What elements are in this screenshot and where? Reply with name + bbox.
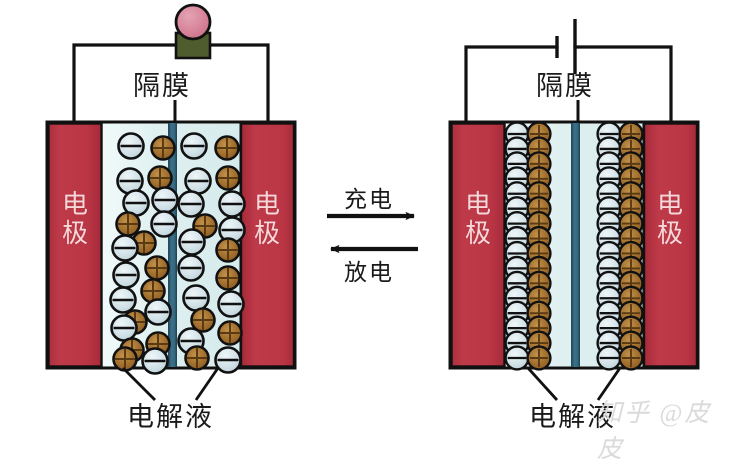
cation-icon bbox=[618, 345, 644, 371]
right-electrode-outer bbox=[450, 122, 506, 368]
anion-icon bbox=[141, 347, 169, 375]
cation-icon bbox=[190, 307, 216, 333]
left-separator-membrane bbox=[168, 123, 177, 367]
anion-icon bbox=[180, 132, 208, 160]
left-electrode-outer-label: 电极 bbox=[61, 190, 88, 249]
right-electrolyte-leader-a bbox=[526, 367, 559, 401]
left-separator-label: 隔膜 bbox=[133, 71, 191, 101]
left-circuit-wiring bbox=[72, 43, 270, 124]
battery-diagram-svg bbox=[45, 3, 700, 401]
anion-icon bbox=[184, 167, 212, 195]
left-electrolyte-leaders bbox=[122, 367, 220, 401]
cation-icon bbox=[217, 320, 243, 346]
cation-icon bbox=[215, 237, 241, 263]
anion-icon bbox=[117, 132, 145, 160]
cation-icon bbox=[215, 265, 241, 291]
right-electrode-outer-label: 电极 bbox=[464, 190, 491, 249]
anion-icon bbox=[150, 210, 178, 238]
anion-icon bbox=[112, 261, 140, 289]
cation-icon bbox=[526, 345, 552, 371]
right-electrolyte-leader-b bbox=[596, 367, 622, 401]
right-electrode-inner bbox=[642, 122, 699, 368]
cation-icon bbox=[215, 165, 241, 191]
cation-icon bbox=[184, 345, 210, 371]
reaction-arrows-group bbox=[327, 211, 418, 254]
right-ion-field bbox=[504, 121, 644, 371]
figure-canvas: 隔膜 隔膜 电极 电极 电极 电极 充电 放电 电解液 电解液 知乎 @皮皮 bbox=[45, 3, 709, 463]
anion-icon bbox=[214, 346, 242, 374]
right-cell-group bbox=[448, 19, 700, 401]
cation-icon bbox=[214, 135, 240, 161]
battery-icon bbox=[555, 19, 577, 74]
left-ion-field bbox=[109, 132, 246, 375]
right-wire-path-left bbox=[464, 45, 559, 124]
left-electrode-inner-label: 电极 bbox=[253, 190, 280, 249]
right-separator-membrane bbox=[571, 123, 580, 367]
left-electrode-outer bbox=[47, 122, 103, 368]
cation-icon bbox=[147, 165, 173, 191]
anion-icon bbox=[116, 167, 144, 195]
anion-icon bbox=[596, 345, 622, 371]
cation-icon bbox=[112, 346, 138, 372]
anion-icon bbox=[218, 190, 246, 218]
left-electrolyte-label: 电解液 bbox=[127, 402, 214, 432]
anion-icon bbox=[504, 345, 530, 371]
right-circuit-wiring bbox=[464, 45, 673, 124]
anion-icon bbox=[144, 298, 172, 326]
left-electrolyte-leader-b bbox=[194, 367, 220, 401]
left-electrode-inner bbox=[239, 122, 296, 368]
charge-arrow-label: 充电 bbox=[344, 187, 394, 212]
right-wire-path-right bbox=[573, 45, 673, 124]
cation-icon bbox=[150, 135, 176, 161]
left-wire-path bbox=[72, 43, 178, 124]
anion-icon bbox=[151, 186, 179, 214]
lamp-bulb-icon bbox=[174, 3, 212, 41]
anion-icon bbox=[182, 284, 210, 312]
right-electrode-inner-label: 电极 bbox=[656, 190, 683, 249]
anion-icon bbox=[177, 254, 205, 282]
anion-icon bbox=[109, 286, 137, 314]
left-cell-group bbox=[45, 3, 297, 401]
right-separator-label: 隔膜 bbox=[536, 71, 594, 101]
right-electrolyte-label: 电解液 bbox=[529, 402, 616, 432]
right-electrolyte-leaders bbox=[526, 367, 622, 401]
anion-icon bbox=[111, 234, 139, 262]
lamp-group bbox=[174, 3, 212, 60]
discharge-arrow-label: 放电 bbox=[344, 260, 394, 285]
anion-icon bbox=[177, 190, 205, 218]
anion-icon bbox=[178, 228, 206, 256]
left-electrolyte-leader-a bbox=[122, 367, 156, 401]
anion-icon bbox=[110, 314, 138, 342]
cation-icon bbox=[115, 211, 141, 237]
left-wire-path-right bbox=[210, 43, 270, 124]
cation-icon bbox=[144, 255, 170, 281]
anion-icon bbox=[217, 290, 245, 318]
